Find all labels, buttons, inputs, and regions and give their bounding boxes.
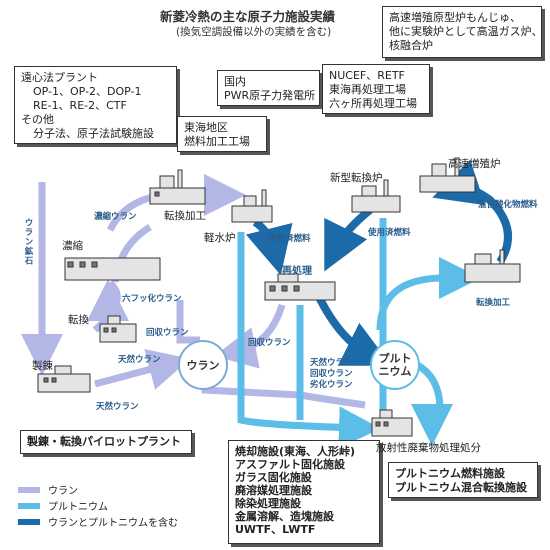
waste-facilities-box: 焼却施設(東海、人形峠) アスファルト固化施設 ガラス固化施設 廃溶媒処理施設 … [228, 440, 380, 544]
nucef-line: NUCEF、RETF [329, 69, 405, 82]
legend-swatch [18, 502, 40, 509]
reprocessing-to-plutonium-arrow [314, 293, 392, 366]
diagram-title: 新菱冷熱の主な原子力施設実績 [160, 9, 336, 24]
conversion-processing-building [149, 169, 206, 205]
diagram-subtitle: (換気空調設備以外の実績を含む) [176, 26, 332, 38]
conversion-building [99, 315, 137, 343]
to-waste-flow-labels: 天然ウラン 回収ウラン 劣化ウラン [310, 358, 353, 391]
lwr-to-waste-arrow [237, 232, 381, 449]
plutonium-node-line: ニウム [378, 365, 412, 378]
plutonium-fuel-line: プルトニウム混合転換施設 [395, 481, 527, 494]
recovered-uranium-return-flow-label: 回収ウラン [248, 338, 291, 348]
monju-line: 他に実験炉として高温ガス炉、 [389, 25, 543, 38]
enrichment-label: 濃縮 [62, 240, 83, 252]
tokai-fuel-line: 燃料加工工場 [184, 135, 250, 148]
to-waste-flow-line: 劣化ウラン [310, 380, 353, 390]
centrifuge-plant-box: 遠心法プラント OP-1、OP-2、DOP-1 RE-1、RE-2、CTF その… [14, 66, 177, 144]
waste-facility-line: アスファルト固化施設 [235, 458, 345, 471]
tokai-fuel-line: 東海地区 [184, 121, 228, 134]
light-water-reactor-label: 軽水炉 [204, 232, 236, 244]
domestic-pwr-line: PWR原子力発電所 [224, 89, 316, 102]
recovered-uranium-line [176, 300, 200, 344]
enrichment-building [64, 257, 161, 281]
waste-facility-line: 金属溶解、造塊施設 [235, 510, 334, 523]
legend-label: プルトニウム [48, 502, 108, 513]
monju-line: 核融合炉 [389, 39, 433, 52]
light-water-reactor-building [231, 189, 273, 223]
spent-fuel-right-flow-label: 使用済燃料 [368, 228, 411, 238]
pilot-plant-line: 製錬・転換パイロットプラント [27, 435, 181, 448]
uranium-node: ウラン [178, 340, 228, 390]
natural-uranium-bottom-flow-label: 天然ウラン [96, 402, 139, 412]
legend-label: ウランとプルトニウムを含む [48, 518, 178, 529]
waste-facility-line: 廃溶媒処理施設 [235, 484, 312, 497]
refining-building [37, 365, 91, 393]
waste-facility-line: 除染処理施設 [235, 497, 301, 510]
conversion-label: 転換 [68, 314, 89, 326]
waste-disposal-label: 放射性廃棄物処理処分 [376, 442, 481, 454]
reprocessing-label: 再処理 [282, 266, 312, 277]
to-waste-flow-line: 天然ウラン [310, 358, 353, 368]
plutonium-node-line: プルト [378, 352, 412, 365]
nucef-box: NUCEF、RETF 東海再処理工場 六ヶ所再処理工場 [322, 64, 430, 114]
refining-label: 製錬 [32, 360, 53, 372]
uranium-ore-flow-label: ウラン鉱石 [23, 218, 33, 266]
conversion-processing-right-label: 転換加工 [476, 298, 511, 308]
conversion-processing-right-building [464, 249, 521, 283]
nucef-line: 東海再処理工場 [329, 83, 406, 96]
reprocessing-building [264, 273, 336, 301]
waste-facility-line: 焼却施設(東海、人形峠) [235, 445, 356, 458]
tokai-fuel-box: 東海地区 燃料加工工場 [177, 116, 267, 152]
domestic-pwr-line: 国内 [224, 75, 246, 88]
waste-facility-building [371, 409, 413, 437]
new-converter-building [351, 179, 401, 213]
plutonium-to-conversion-arrow [376, 257, 481, 331]
lwr-spent-fuel-arrow [245, 218, 293, 276]
conversion-processing-label: 転換加工 [164, 210, 206, 222]
recovered-uranium-flow-label: 回収ウラン [146, 328, 189, 338]
centrifuge-line: 分子法、原子法試験施設 [33, 127, 154, 140]
new-converter-label: 新型転換炉 [330, 172, 383, 184]
uf6-flow-label: 六フッ化ウラン [122, 294, 182, 304]
fast-breeder-label: 高速増殖炉 [448, 158, 501, 170]
waste-facility-line: UWTF、LWTF [235, 523, 316, 536]
centrifuge-line: OP-1、OP-2、DOP-1 [33, 85, 142, 98]
nucef-line: 六ヶ所再処理工場 [329, 97, 417, 110]
plutonium-fuel-box: プルトニウム燃料施設 プルトニウム混合転換施設 [388, 462, 538, 498]
uranium-node-label: ウラン [186, 358, 220, 372]
centrifuge-line: RE-1、RE-2、CTF [33, 99, 127, 112]
fast-breeder-building [419, 157, 476, 193]
mox-fuel-flow-label: 混合酸化物燃料 [478, 200, 538, 210]
refining-to-uranium-arrow [94, 349, 191, 390]
legend-item-plutonium: プルトニウム [18, 498, 108, 513]
plutonium-fuel-line: プルトニウム燃料施設 [395, 467, 505, 480]
facility-pictograms [37, 157, 521, 437]
centrifuge-line: 遠心法プラント [21, 71, 98, 84]
legend-item-mixed: ウランとプルトニウムを含む [18, 514, 178, 529]
domestic-pwr-box: 国内 PWR原子力発電所 [217, 70, 320, 106]
legend-label: ウラン [48, 486, 78, 497]
enriched-uranium-flow-label: 濃縮ウラン [94, 212, 137, 222]
legend-swatch [18, 486, 40, 493]
legend-item-uranium: ウラン [18, 482, 78, 497]
to-waste-flow-line: 回収ウラン [310, 369, 353, 379]
waste-facility-line: ガラス固化施設 [235, 471, 312, 484]
centrifuge-line: その他 [21, 113, 54, 126]
natural-uranium-flow-label: 天然ウラン [118, 355, 161, 365]
pilot-plant-box: 製錬・転換パイロットプラント [20, 430, 192, 454]
plutonium-node-label: プルト ニウム [379, 352, 412, 378]
legend-swatch [18, 518, 40, 525]
plutonium-node: プルト ニウム [370, 340, 420, 390]
atr-spent-fuel-arrow [324, 206, 373, 272]
spent-fuel-left-flow-label: 使用済燃料 [268, 234, 311, 244]
monju-line: 高速増殖原型炉もんじゅ、 [389, 11, 521, 24]
monju-box: 高速増殖原型炉もんじゅ、 他に実験炉として高温ガス炉、 核融合炉 [382, 6, 543, 58]
